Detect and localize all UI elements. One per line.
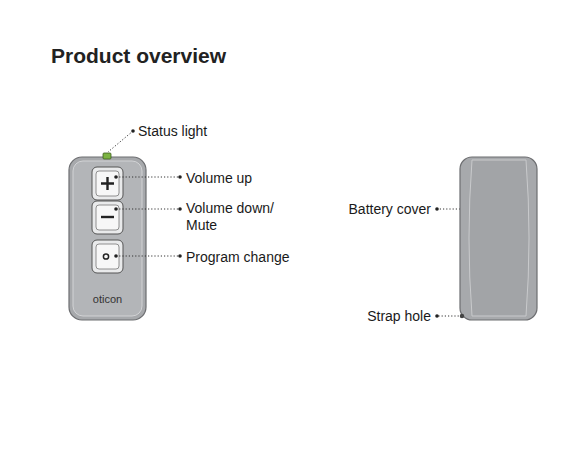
program-symbol xyxy=(103,254,108,259)
button-outer xyxy=(92,240,123,273)
button-inner xyxy=(96,244,119,269)
minus-symbol xyxy=(101,216,114,218)
plus-symbol xyxy=(101,177,114,190)
brand-logo: oticon xyxy=(93,292,122,306)
button-inner xyxy=(96,171,119,196)
part-label: Volume down/ Mute xyxy=(186,200,286,234)
part-label: Strap hole xyxy=(367,308,431,325)
status-light xyxy=(103,153,111,159)
part-label: Volume up xyxy=(186,170,252,187)
battery-cover xyxy=(469,160,529,316)
button-outer xyxy=(92,167,123,200)
part-label: Status light xyxy=(138,123,207,140)
remote-body xyxy=(69,157,146,320)
leader-dots xyxy=(114,129,491,318)
part-label: Program change xyxy=(186,249,290,266)
part-label: Battery cover xyxy=(349,201,431,218)
page-title: Product overview xyxy=(51,44,226,68)
strap-hole xyxy=(460,314,464,318)
leader-lines xyxy=(108,131,489,316)
remote-back xyxy=(460,157,537,320)
remote-face xyxy=(73,161,142,316)
button-inner xyxy=(96,205,119,230)
button-outer xyxy=(92,201,123,234)
